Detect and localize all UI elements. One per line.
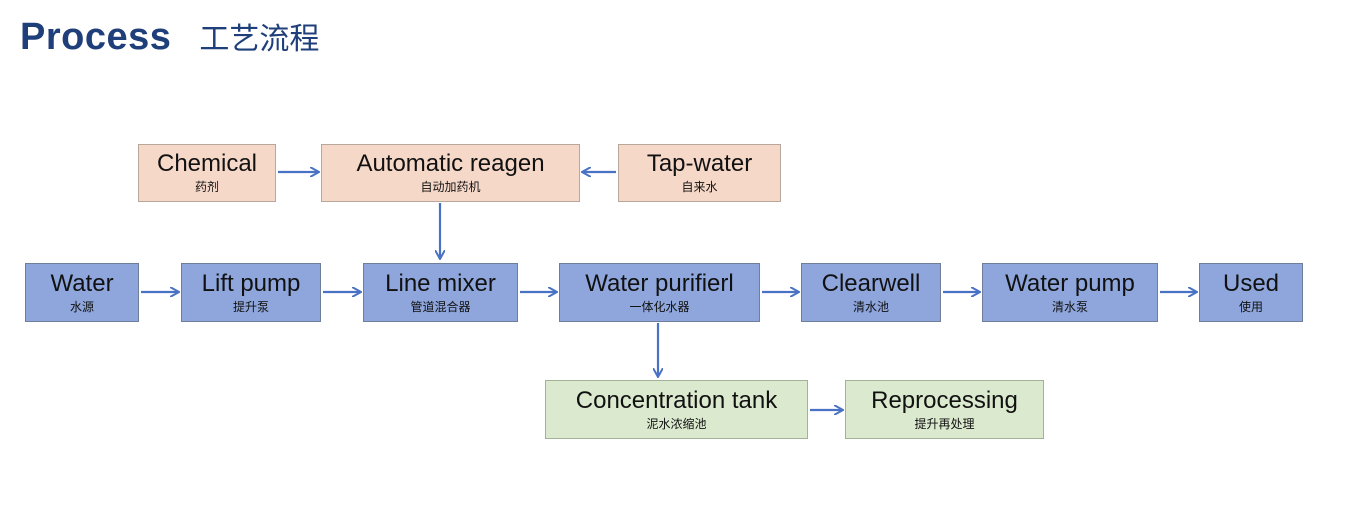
node-tap-water: Tap-water 自来水: [618, 144, 781, 202]
node-sublabel: 泥水浓缩池: [646, 416, 707, 431]
node-sublabel: 提升泵: [232, 299, 269, 314]
node-reprocessing: Reprocessing 提升再处理: [845, 380, 1044, 439]
node-sublabel: 清水池: [852, 299, 889, 314]
node-label: Chemical: [156, 150, 258, 177]
node-label: Automatic reagen: [356, 150, 545, 177]
node-lift-pump: Lift pump 提升泵: [181, 263, 321, 322]
node-sublabel: 药剂: [194, 180, 219, 194]
node-used: Used 使用: [1199, 263, 1303, 322]
node-label: Water: [50, 269, 114, 297]
node-label: Clearwell: [821, 269, 921, 297]
node-sublabel: 自来水: [681, 180, 718, 194]
node-automatic-reagent: Automatic reagen 自动加药机: [321, 144, 580, 202]
node-concentration-tank: Concentration tank 泥水浓缩池: [545, 380, 808, 439]
node-label: Concentration tank: [575, 386, 778, 414]
node-water-purifier: Water purifierl 一体化水器: [559, 263, 760, 322]
node-sublabel: 水源: [69, 299, 94, 314]
node-sublabel: 自动加药机: [420, 180, 481, 194]
node-label: Water pump: [1005, 269, 1135, 297]
node-sublabel: 清水泵: [1051, 299, 1088, 314]
node-sublabel: 使用: [1238, 299, 1263, 314]
node-label: Reprocessing: [871, 386, 1018, 414]
node-water-source: Water 水源: [25, 263, 139, 322]
node-label: Tap-water: [646, 150, 753, 177]
node-sublabel: 一体化水器: [629, 299, 690, 314]
node-label: Used: [1222, 269, 1280, 297]
node-label: Lift pump: [201, 269, 301, 297]
node-clearwell: Clearwell 清水池: [801, 263, 941, 322]
node-sublabel: 管道混合器: [410, 299, 471, 314]
title-chinese: 工艺流程: [199, 22, 320, 57]
node-label: Line mixer: [385, 269, 496, 297]
node-chemical: Chemical 药剂: [138, 144, 276, 202]
page-title: Process 工艺流程: [20, 14, 319, 59]
node-line-mixer: Line mixer 管道混合器: [363, 263, 518, 322]
node-label: Water purifierl: [585, 269, 734, 297]
node-water-pump: Water pump 清水泵: [982, 263, 1158, 322]
node-sublabel: 提升再处理: [914, 416, 975, 431]
title-english: Process: [20, 16, 172, 58]
